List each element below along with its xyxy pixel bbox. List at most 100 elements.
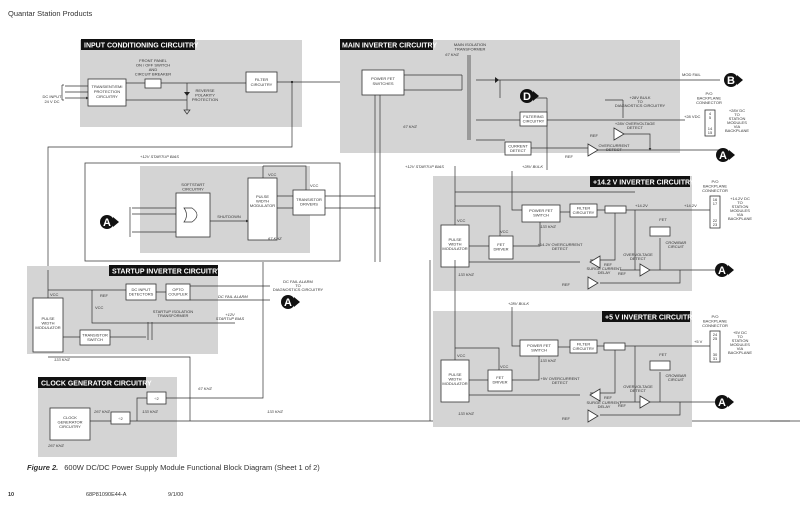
block-label: TRANSIENT/EMI bbox=[92, 84, 123, 89]
connector-letter: D bbox=[523, 91, 531, 103]
pin-label: 4 bbox=[709, 111, 712, 116]
ref-label: REF bbox=[562, 416, 571, 421]
vcc-label: VCC bbox=[268, 172, 277, 177]
backplane-connector bbox=[709, 195, 721, 229]
connector-a: A bbox=[716, 148, 735, 162]
output-line: TO bbox=[737, 334, 742, 339]
block-label: POWER FET bbox=[529, 208, 553, 213]
output-line: STATION bbox=[732, 338, 749, 343]
filter-block bbox=[569, 339, 598, 354]
block-label: FET bbox=[497, 242, 505, 247]
overvoltage-label: DETECT bbox=[630, 388, 647, 393]
output-line: BACKPLANE bbox=[728, 350, 752, 355]
block-label: MODULATOR bbox=[250, 203, 275, 208]
reverse-label: PROTECTION bbox=[192, 97, 218, 102]
transformer-label: TRANSFORMER bbox=[455, 47, 486, 52]
bias-label: +12V STARTUP BIAS bbox=[405, 164, 444, 169]
connector-a: A bbox=[715, 263, 734, 277]
block-label: WIDTH bbox=[448, 377, 461, 382]
comparator-icon bbox=[589, 388, 601, 402]
pin-label: 5 bbox=[709, 115, 712, 120]
section-title: MAIN INVERTER CIRCUITRY bbox=[342, 43, 437, 50]
block-label: CIRCUITRY bbox=[96, 94, 118, 99]
dc-input-label: 24 V DC bbox=[44, 99, 59, 104]
block-label: SWITCH bbox=[531, 348, 547, 353]
overcurrent-label: +5V OVERCURRENT bbox=[540, 376, 580, 381]
doc-date: 9/1/00 bbox=[168, 492, 183, 498]
comparator-icon bbox=[587, 409, 599, 423]
block-label: FILTER bbox=[577, 206, 591, 211]
output-line: MODULES bbox=[727, 120, 747, 125]
output-line: MODULES bbox=[730, 208, 750, 213]
block-label: MODULATOR bbox=[442, 381, 467, 386]
overcurrent-label: DETECT bbox=[606, 147, 623, 152]
bias-label: STARTUP BIAS bbox=[216, 316, 245, 321]
output-line: STATION bbox=[729, 116, 746, 121]
bulk-diag-label: TO bbox=[637, 99, 642, 104]
output-line: BACKPLANE bbox=[728, 216, 752, 221]
block-label: CIRCUITRY bbox=[523, 119, 545, 124]
main-pwm-section: +12V STARTUP BIAS SOFTSTART CIRCUITRY SH… bbox=[129, 154, 380, 253]
block-label: CLOCK bbox=[63, 415, 77, 420]
output-line: VIA bbox=[734, 124, 741, 129]
pin-label: 31 bbox=[713, 356, 718, 361]
comparator-icon bbox=[639, 395, 651, 409]
pin-label: 17 bbox=[713, 201, 718, 206]
alarm-label: DIAGNOSTICS CIRCUITRY bbox=[273, 287, 324, 292]
block-label: OPTO bbox=[172, 287, 183, 292]
ref-label: REF bbox=[562, 282, 571, 287]
pin-label: 23 bbox=[713, 222, 718, 227]
filtering-circuitry-block bbox=[519, 111, 548, 127]
frequency-label: 133 KHZ bbox=[267, 409, 283, 414]
dc-input-label: DC INPUT bbox=[43, 94, 62, 99]
output-line: VIA bbox=[737, 212, 744, 217]
main-pwm-block bbox=[247, 177, 278, 241]
resistor-icon bbox=[603, 342, 626, 351]
or-gate-icon bbox=[183, 207, 198, 223]
alarm-label: DC FAIL ALARM bbox=[218, 294, 248, 299]
alarm-label: TO bbox=[295, 283, 300, 288]
inverter-14v-section: +14.2 V INVERTER CIRCUITRY +12V STARTUP … bbox=[405, 164, 752, 291]
bulk-diag-label: DIAGNOSTICS CIRCUITRY bbox=[615, 103, 666, 108]
connector-letter: A bbox=[718, 265, 726, 277]
ground-icon bbox=[183, 109, 191, 115]
block-label: PULSE bbox=[256, 194, 269, 199]
frequency-label: 67 KHZ bbox=[268, 236, 282, 241]
switch-label: FRONT PANEL bbox=[139, 58, 167, 63]
output-line: TO bbox=[737, 200, 742, 205]
connector-letter: A bbox=[103, 217, 111, 229]
crowbar-switch-icon bbox=[649, 360, 671, 371]
doc-number: 68P81090E44-A bbox=[86, 492, 127, 498]
vcc-label: VCC bbox=[500, 364, 509, 369]
block-label: CIRCUITRY bbox=[182, 187, 204, 192]
block-label: SWITCH bbox=[533, 213, 549, 218]
transient-emi-block bbox=[87, 78, 127, 107]
overcurrent-label: DETECT bbox=[552, 246, 569, 251]
output-line: MODULES bbox=[730, 342, 750, 347]
power-fet-switch-block bbox=[521, 204, 561, 223]
block-label: CIRCUITRY bbox=[573, 346, 595, 351]
shutdown-label: SHUTDOWN bbox=[217, 214, 241, 219]
connector-d: D bbox=[520, 89, 539, 103]
block-label: FILTER bbox=[255, 77, 269, 82]
frequency-label: 267 KHZ bbox=[93, 409, 110, 414]
comparator-icon bbox=[639, 263, 651, 277]
vcc-label: VCC bbox=[95, 305, 104, 310]
pin-label: 22 bbox=[713, 218, 718, 223]
block-label: GENERATOR bbox=[58, 420, 83, 425]
block-label: POWER FET bbox=[371, 76, 395, 81]
connector-b: B bbox=[724, 73, 743, 87]
switch-label: AND bbox=[149, 67, 158, 72]
frequency-label: 133 KHZ bbox=[54, 357, 70, 362]
connector-label: CONNECTOR bbox=[702, 323, 728, 328]
connector-letter: A bbox=[719, 150, 727, 162]
ref-label: REF bbox=[618, 403, 627, 408]
frequency-label: 133 KHZ bbox=[458, 411, 474, 416]
divider-block bbox=[110, 411, 131, 425]
connector-a: A bbox=[715, 395, 734, 409]
overcurrent-label: OVERCURRENT bbox=[599, 143, 630, 148]
block-label: CIRCUITRY bbox=[573, 210, 595, 215]
switch-label: ON / OFF SWITCH bbox=[136, 63, 170, 68]
transformer-label: MAIN ISOLATION bbox=[454, 42, 486, 47]
fet-label: FET bbox=[659, 217, 667, 222]
